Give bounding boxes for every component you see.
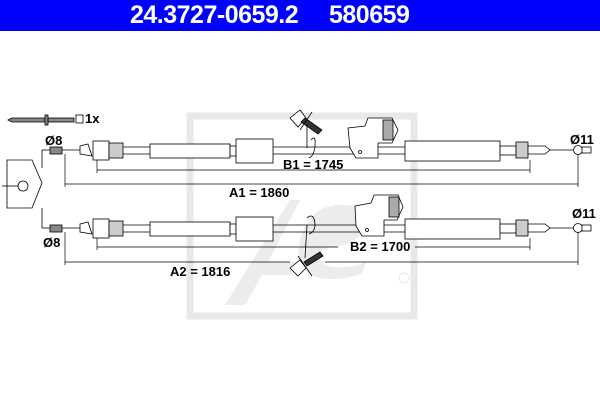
dim-a2-label: A2 = 1816 — [170, 264, 231, 279]
bottom-left-diameter-label: Ø8 — [43, 235, 61, 250]
cable-top-drawing — [49, 109, 592, 164]
title-bar: 24.3727-0659.2 580659 — [0, 0, 600, 31]
bottom-right-diameter-label: Ø11 — [572, 206, 596, 221]
dim-b2-label: B2 = 1700 — [350, 239, 411, 254]
accessory-quantity-label: 1x — [85, 111, 100, 126]
dim-lines-top — [64, 154, 579, 187]
cable-tie-icon — [7, 114, 84, 126]
top-right-diameter-label: Ø11 — [570, 132, 594, 147]
reference-number: 580659 — [329, 1, 410, 29]
cable-bottom-drawing — [49, 194, 592, 277]
mounting-bracket — [2, 149, 50, 229]
dim-lines-bottom — [64, 232, 579, 265]
top-left-diameter-label: Ø8 — [45, 133, 63, 148]
part-number: 24.3727-0659.2 — [130, 1, 299, 29]
dim-b1-label: B1 = 1745 — [283, 157, 344, 172]
dim-a1-label: A1 = 1860 — [229, 185, 290, 200]
